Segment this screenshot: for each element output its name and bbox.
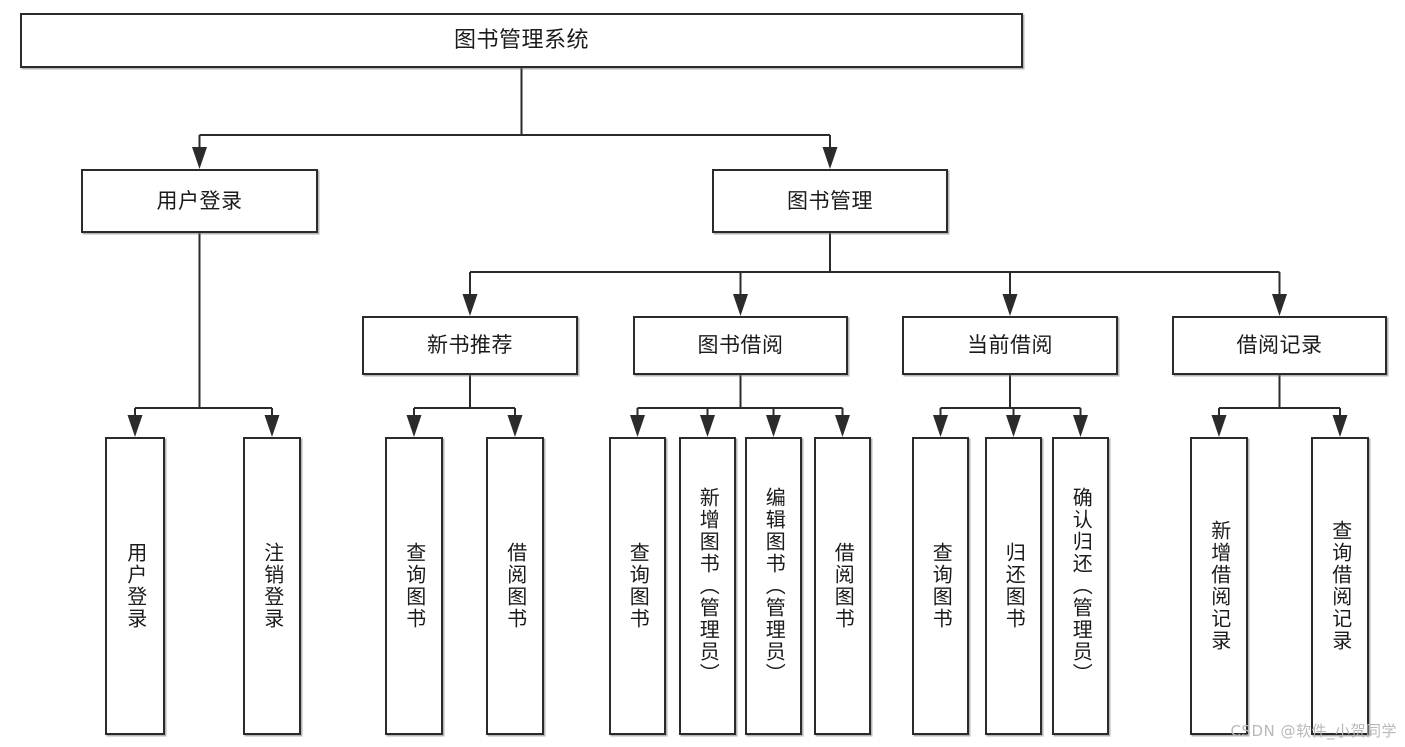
node-label-leaf-add-book: 新增图书（管理员）	[696, 487, 721, 685]
node-leaf-add-book[interactable]: 新增图书（管理员）	[679, 437, 736, 735]
node-label-root: 图书管理系统	[453, 27, 589, 53]
node-book-manage[interactable]: 图书管理	[712, 169, 948, 233]
node-label-book-borrow: 图书借阅	[697, 333, 784, 358]
node-label-leaf-borrow-book-2: 借阅图书	[831, 542, 856, 630]
node-label-leaf-query-record: 查询借阅记录	[1328, 520, 1353, 652]
node-label-leaf-confirm-return: 确认归还（管理员）	[1069, 487, 1094, 685]
edge-arrowhead-leaf-query-book-2	[630, 415, 645, 437]
node-root[interactable]: 图书管理系统	[20, 13, 1023, 68]
node-label-leaf-query-book-3: 查询图书	[929, 542, 954, 630]
node-label-leaf-user-login: 用户登录	[123, 542, 148, 630]
node-leaf-borrow-book-2[interactable]: 借阅图书	[814, 437, 871, 735]
node-label-leaf-query-book-1: 查询图书	[402, 542, 427, 630]
edge-arrowhead-user-login	[192, 147, 207, 169]
edge-arrowhead-borrow-record	[1272, 294, 1287, 316]
edge-arrowhead-current-borrow	[1002, 294, 1018, 316]
node-label-borrow-record: 借阅记录	[1236, 333, 1323, 358]
node-leaf-query-book-2[interactable]: 查询图书	[609, 437, 666, 735]
node-current-borrow[interactable]: 当前借阅	[902, 316, 1118, 375]
edge-arrowhead-leaf-borrow-book-2	[835, 415, 850, 437]
node-leaf-borrow-book-1[interactable]: 借阅图书	[486, 437, 544, 735]
node-label-leaf-logout: 注销登录	[260, 542, 285, 630]
edge-arrowhead-leaf-add-record	[1211, 415, 1227, 437]
node-leaf-logout[interactable]: 注销登录	[243, 437, 301, 735]
node-borrow-record[interactable]: 借阅记录	[1172, 316, 1387, 375]
node-label-leaf-return-book: 归还图书	[1002, 542, 1027, 630]
edge-arrowhead-leaf-query-record	[1332, 415, 1348, 437]
edge-arrowhead-book-borrow	[733, 294, 748, 316]
node-leaf-add-record[interactable]: 新增借阅记录	[1190, 437, 1248, 735]
edge-arrowhead-leaf-confirm-return	[1073, 415, 1088, 437]
node-label-new-book-rec: 新书推荐	[427, 333, 513, 358]
edge-arrowhead-book-manage	[822, 147, 838, 169]
node-label-leaf-edit-book: 编辑图书（管理员）	[762, 487, 787, 685]
edge-arrowhead-leaf-edit-book	[766, 415, 781, 437]
node-user-login[interactable]: 用户登录	[81, 169, 318, 233]
node-new-book-rec[interactable]: 新书推荐	[362, 316, 578, 375]
node-leaf-query-record[interactable]: 查询借阅记录	[1311, 437, 1369, 735]
edge-arrowhead-leaf-borrow-book-1	[507, 415, 523, 437]
node-label-leaf-add-record: 新增借阅记录	[1207, 520, 1232, 652]
node-leaf-query-book-1[interactable]: 查询图书	[385, 437, 443, 735]
node-leaf-confirm-return[interactable]: 确认归还（管理员）	[1052, 437, 1109, 735]
node-label-current-borrow: 当前借阅	[967, 333, 1053, 358]
edge-arrowhead-new-book-rec	[462, 294, 478, 316]
node-label-user-login: 用户登录	[156, 188, 243, 213]
edge-arrowhead-leaf-return-book	[1006, 415, 1021, 437]
node-label-book-manage: 图书管理	[787, 188, 873, 213]
node-book-borrow[interactable]: 图书借阅	[633, 316, 848, 375]
edge-arrowhead-leaf-logout	[264, 415, 280, 437]
node-label-leaf-query-book-2: 查询图书	[626, 542, 651, 630]
edge-arrowhead-leaf-query-book-3	[933, 415, 948, 437]
edge-arrowhead-leaf-add-book	[700, 415, 715, 437]
node-leaf-user-login[interactable]: 用户登录	[105, 437, 165, 735]
node-label-leaf-borrow-book-1: 借阅图书	[503, 542, 528, 630]
edge-arrowhead-leaf-user-login	[127, 415, 143, 437]
node-leaf-edit-book[interactable]: 编辑图书（管理员）	[745, 437, 802, 735]
node-leaf-return-book[interactable]: 归还图书	[985, 437, 1042, 735]
node-leaf-query-book-3[interactable]: 查询图书	[912, 437, 969, 735]
csdn-watermark: CSDN @软件_小贺同学	[1230, 722, 1397, 740]
edge-arrowhead-leaf-query-book-1	[406, 415, 422, 437]
